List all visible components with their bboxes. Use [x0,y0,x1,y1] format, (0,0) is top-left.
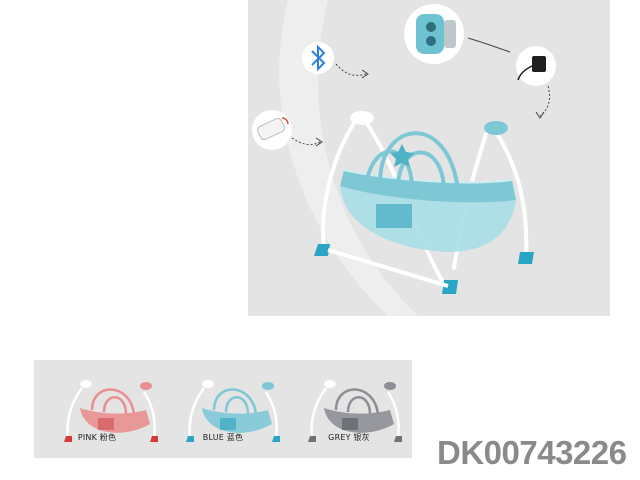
music-box [350,111,374,125]
hero-illustration [252,0,556,316]
pink-bassinet-image [64,380,158,442]
remote-control-icon [252,110,292,150]
grey-bassinet-image [308,380,402,442]
bassinet-body [340,169,516,252]
star-toy [390,144,414,167]
control-box-icon [404,4,464,64]
variant-label-pink: PINK 粉色 [77,433,117,442]
connector-line [467,37,511,53]
background-swoosh [279,0,418,316]
variant-blue: BLUE 蓝色 [160,360,286,458]
hero-panel [248,0,610,316]
variant-label-blue: BLUE 蓝色 [202,433,244,442]
variant-grey: GREY 银灰 [286,360,412,458]
cradle-feet [314,244,534,294]
variant-label-grey: GREY 银灰 [328,433,370,442]
blue-bassinet-image [186,380,280,442]
product-code: DK00743226 [437,434,627,471]
bluetooth-icon [302,42,334,74]
canopy-arches [364,131,460,193]
dashed-arrow [335,63,367,76]
color-variants-panel: PINK 粉色 BLUE 蓝色 [34,360,412,458]
variant-pink: PINK 粉色 [34,360,160,458]
power-adapter-icon [516,46,556,86]
speaker-unit [484,121,508,135]
